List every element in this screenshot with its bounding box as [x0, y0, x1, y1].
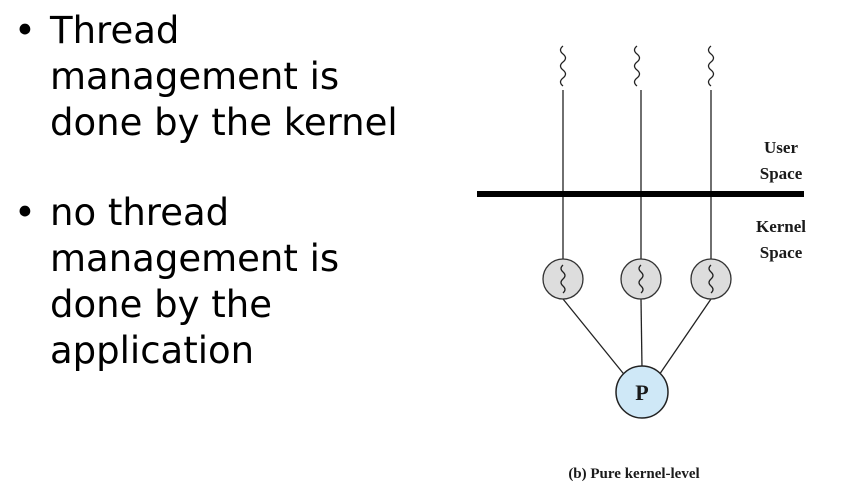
bullet-marker: •: [14, 9, 36, 52]
bullet-item-kernel-management: • Thread management is done by the kerne…: [14, 8, 434, 146]
kernel-thread-link-1: [562, 298, 628, 379]
kernel-thread-1: [542, 258, 584, 300]
bullet-list: • Thread management is done by the kerne…: [14, 8, 434, 374]
bullet-marker: •: [14, 191, 36, 234]
process-circle: [615, 365, 669, 419]
kernel-thread-2: [620, 258, 662, 300]
kernel-thread-link-3: [656, 298, 712, 379]
kernel-space-label-line1: Kernel: [756, 217, 806, 236]
user-space-label-line2: Space: [760, 164, 803, 183]
user-thread-squiggle-2: [633, 45, 641, 87]
process-label: P: [635, 380, 648, 405]
bullet-text: no thread management is done by the appl…: [50, 191, 340, 372]
bullet-item-no-app-management: • no thread management is done by the ap…: [14, 190, 434, 374]
user-space-label-line1: User: [764, 138, 798, 157]
kernel-level-thread-diagram: User Space Kernel Space P (b) Pure kerne…: [477, 45, 806, 482]
kernel-thread-link-2: [640, 298, 643, 369]
diagram-caption: (b) Pure kernel-level: [568, 466, 699, 482]
bullet-text: Thread management is done by the kernel: [50, 9, 398, 144]
kernel-thread-3: [690, 258, 732, 300]
user-thread-squiggle-3: [707, 45, 715, 87]
user-thread-squiggle-1: [559, 45, 567, 87]
kernel-space-label-line2: Space: [760, 243, 803, 262]
